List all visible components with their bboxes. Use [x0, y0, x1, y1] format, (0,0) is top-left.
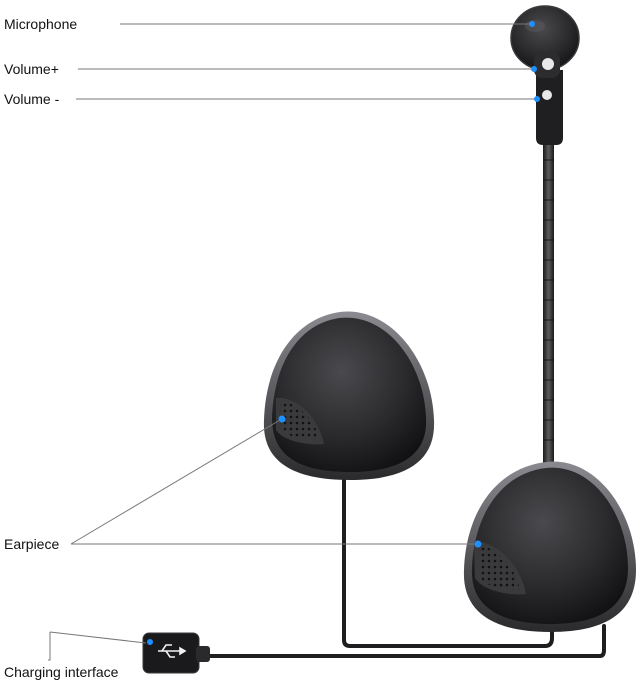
charging-hotspot	[147, 639, 153, 645]
left-earpiece-hotspot	[278, 415, 286, 423]
usb-symbol-icon	[158, 644, 187, 658]
hotspots	[147, 21, 540, 645]
right-earpiece	[463, 461, 636, 632]
right-earpiece-hotspot	[474, 540, 482, 548]
charging-interface-label: Charging interface	[4, 664, 119, 680]
gooseneck-ridges	[543, 159, 554, 441]
microphone-label: Microphone	[4, 16, 78, 32]
left-earpiece	[263, 311, 435, 480]
cables	[203, 476, 606, 658]
volume-down-hotspot	[534, 96, 540, 102]
microphone-head	[510, 5, 580, 145]
left-earpiece-cable	[342, 476, 554, 648]
volume-down-button	[542, 90, 552, 100]
volume-down-label: Volume -	[4, 91, 60, 107]
usb-connector	[142, 632, 210, 674]
earpiece-label: Earpiece	[4, 536, 60, 552]
volume-up-label: Volume+	[4, 61, 59, 77]
main-cable	[203, 624, 606, 658]
gooseneck-boom	[543, 140, 554, 470]
volume-up-button	[542, 58, 554, 70]
microphone-hotspot	[529, 21, 535, 27]
volume-up-hotspot	[531, 66, 537, 72]
leader-lines	[48, 23, 536, 661]
